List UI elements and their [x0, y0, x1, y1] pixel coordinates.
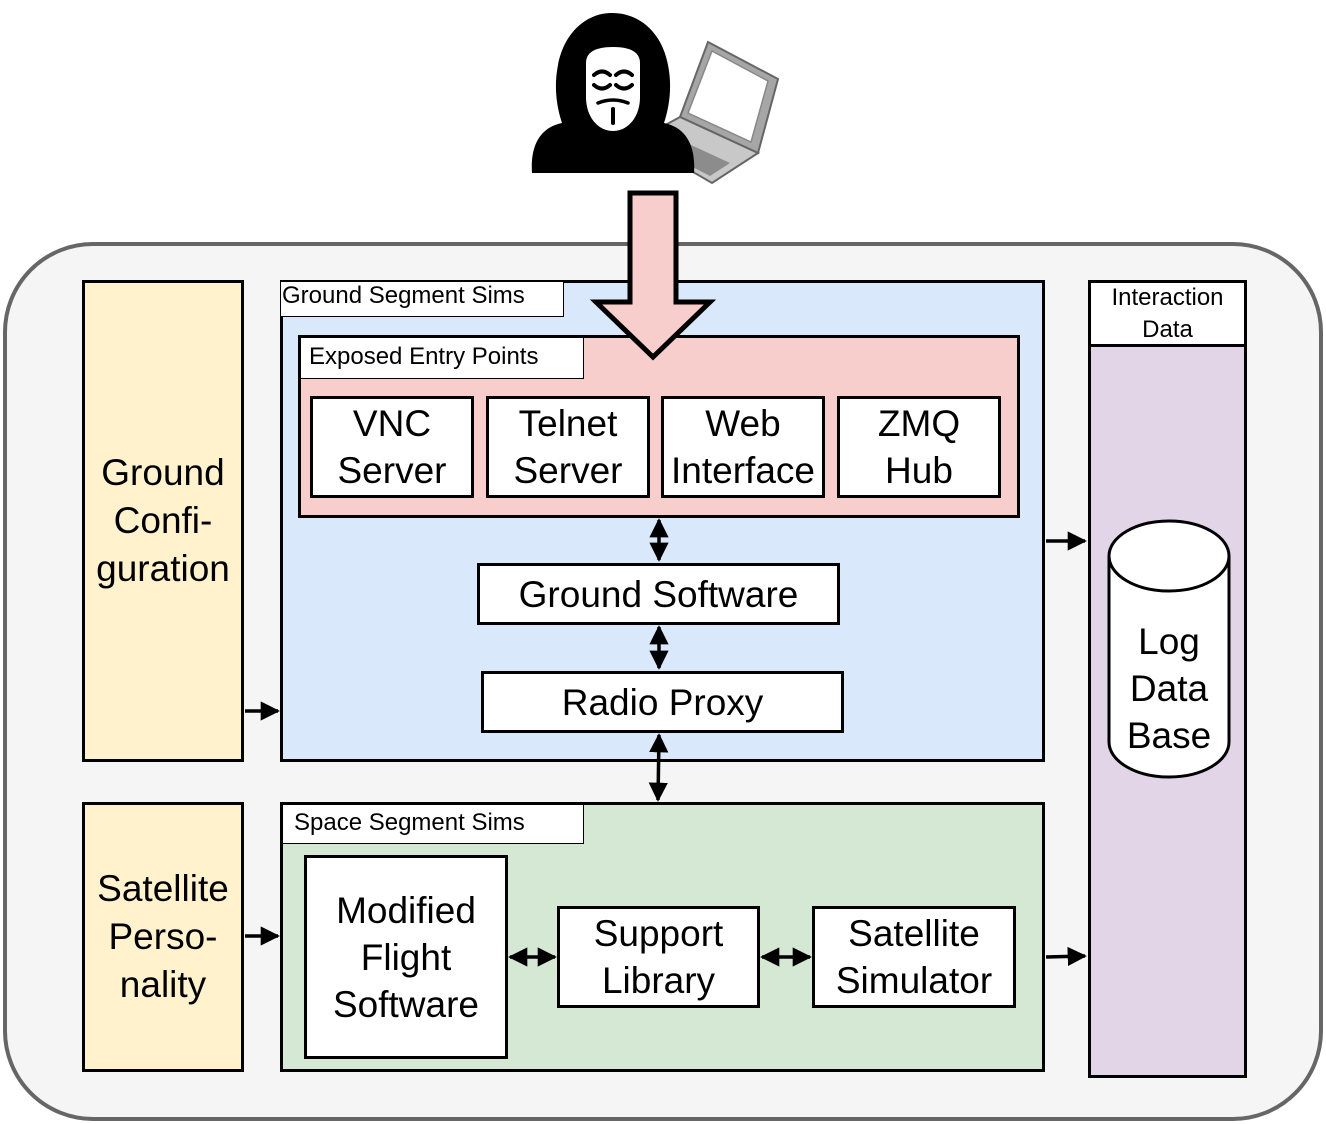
ground-configuration-box: Ground Confi- guration [82, 280, 244, 762]
support-library-box: Support Library [557, 906, 760, 1008]
hooded-hacker-icon [531, 13, 695, 173]
attacker-figure [531, 13, 780, 185]
satellite-simulator-box: Satellite Simulator [812, 906, 1016, 1008]
vnc-server-box: VNC Server [310, 396, 474, 498]
log-data-base-label: Log Data Base [1126, 620, 1212, 756]
exposed-entry-points-label: Exposed Entry Points [300, 337, 584, 379]
satellite-personality-box: Satellite Perso- nality [82, 802, 244, 1072]
zmq-hub-box: ZMQ Hub [837, 396, 1001, 498]
ground-segment-sims-label: Ground Segment Sims [280, 281, 564, 317]
telnet-server-box: Telnet Server [486, 396, 650, 498]
modified-flight-software-box: Modified Flight Software [304, 855, 508, 1059]
space-segment-sims-label: Space Segment Sims [282, 804, 584, 844]
radio-proxy-box: Radio Proxy [481, 671, 844, 733]
ground-software-box: Ground Software [477, 563, 840, 625]
interaction-data-label: Interaction Data [1088, 280, 1247, 347]
web-interface-box: Web Interface [661, 396, 825, 498]
